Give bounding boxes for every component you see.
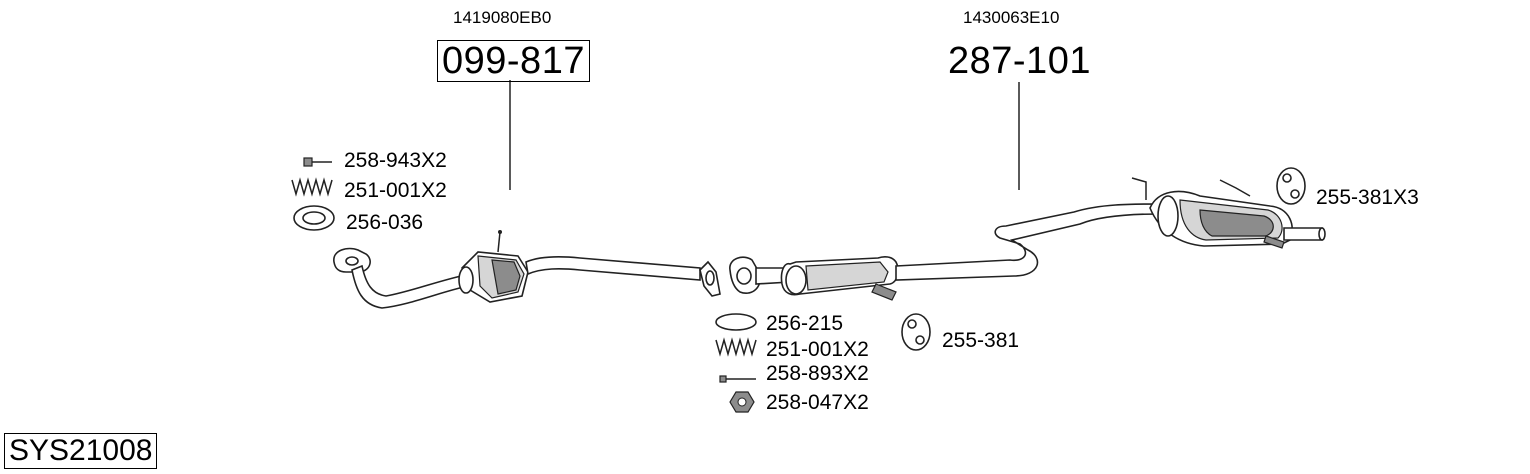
oem-number-rear: 1430063E10 — [963, 8, 1060, 27]
nut-icon — [729, 391, 755, 413]
part-number-rear[interactable]: 287-101 — [948, 40, 1091, 82]
bolt-icon — [719, 375, 756, 383]
accessory-label-mid-gasket[interactable]: 256-215 — [766, 312, 844, 335]
accessory-label-front-bolt[interactable]: 258-943X2 — [344, 149, 447, 172]
gasket-ring-icon — [715, 313, 757, 331]
accessory-label-mid-nut[interactable]: 258-047X2 — [766, 391, 869, 414]
spring-icon — [291, 177, 333, 197]
part-number-front[interactable]: 099-817 — [437, 40, 590, 82]
system-code-badge: SYS21008 — [4, 433, 158, 469]
rubber-hanger-icon — [901, 313, 931, 351]
bolt-icon — [303, 157, 332, 167]
accessory-label-mid-bolt[interactable]: 258-893X2 — [766, 362, 869, 385]
front-pipe-with-catalyst — [333, 230, 721, 309]
rubber-hanger-icon — [1276, 167, 1306, 205]
accessory-label-mid-hanger[interactable]: 255-381 — [942, 329, 1020, 352]
oem-number-front: 1419080EB0 — [453, 8, 552, 27]
accessory-label-mid-spring[interactable]: 251-001X2 — [766, 338, 869, 361]
accessory-label-front-spring[interactable]: 251-001X2 — [344, 179, 447, 202]
accessory-label-rear-hanger[interactable]: 255-381X3 — [1316, 186, 1419, 209]
spring-icon — [715, 337, 757, 357]
centre-and-rear-silencer — [729, 177, 1326, 301]
gasket-ring-icon — [293, 205, 335, 231]
accessory-label-front-gasket[interactable]: 256-036 — [346, 211, 424, 234]
